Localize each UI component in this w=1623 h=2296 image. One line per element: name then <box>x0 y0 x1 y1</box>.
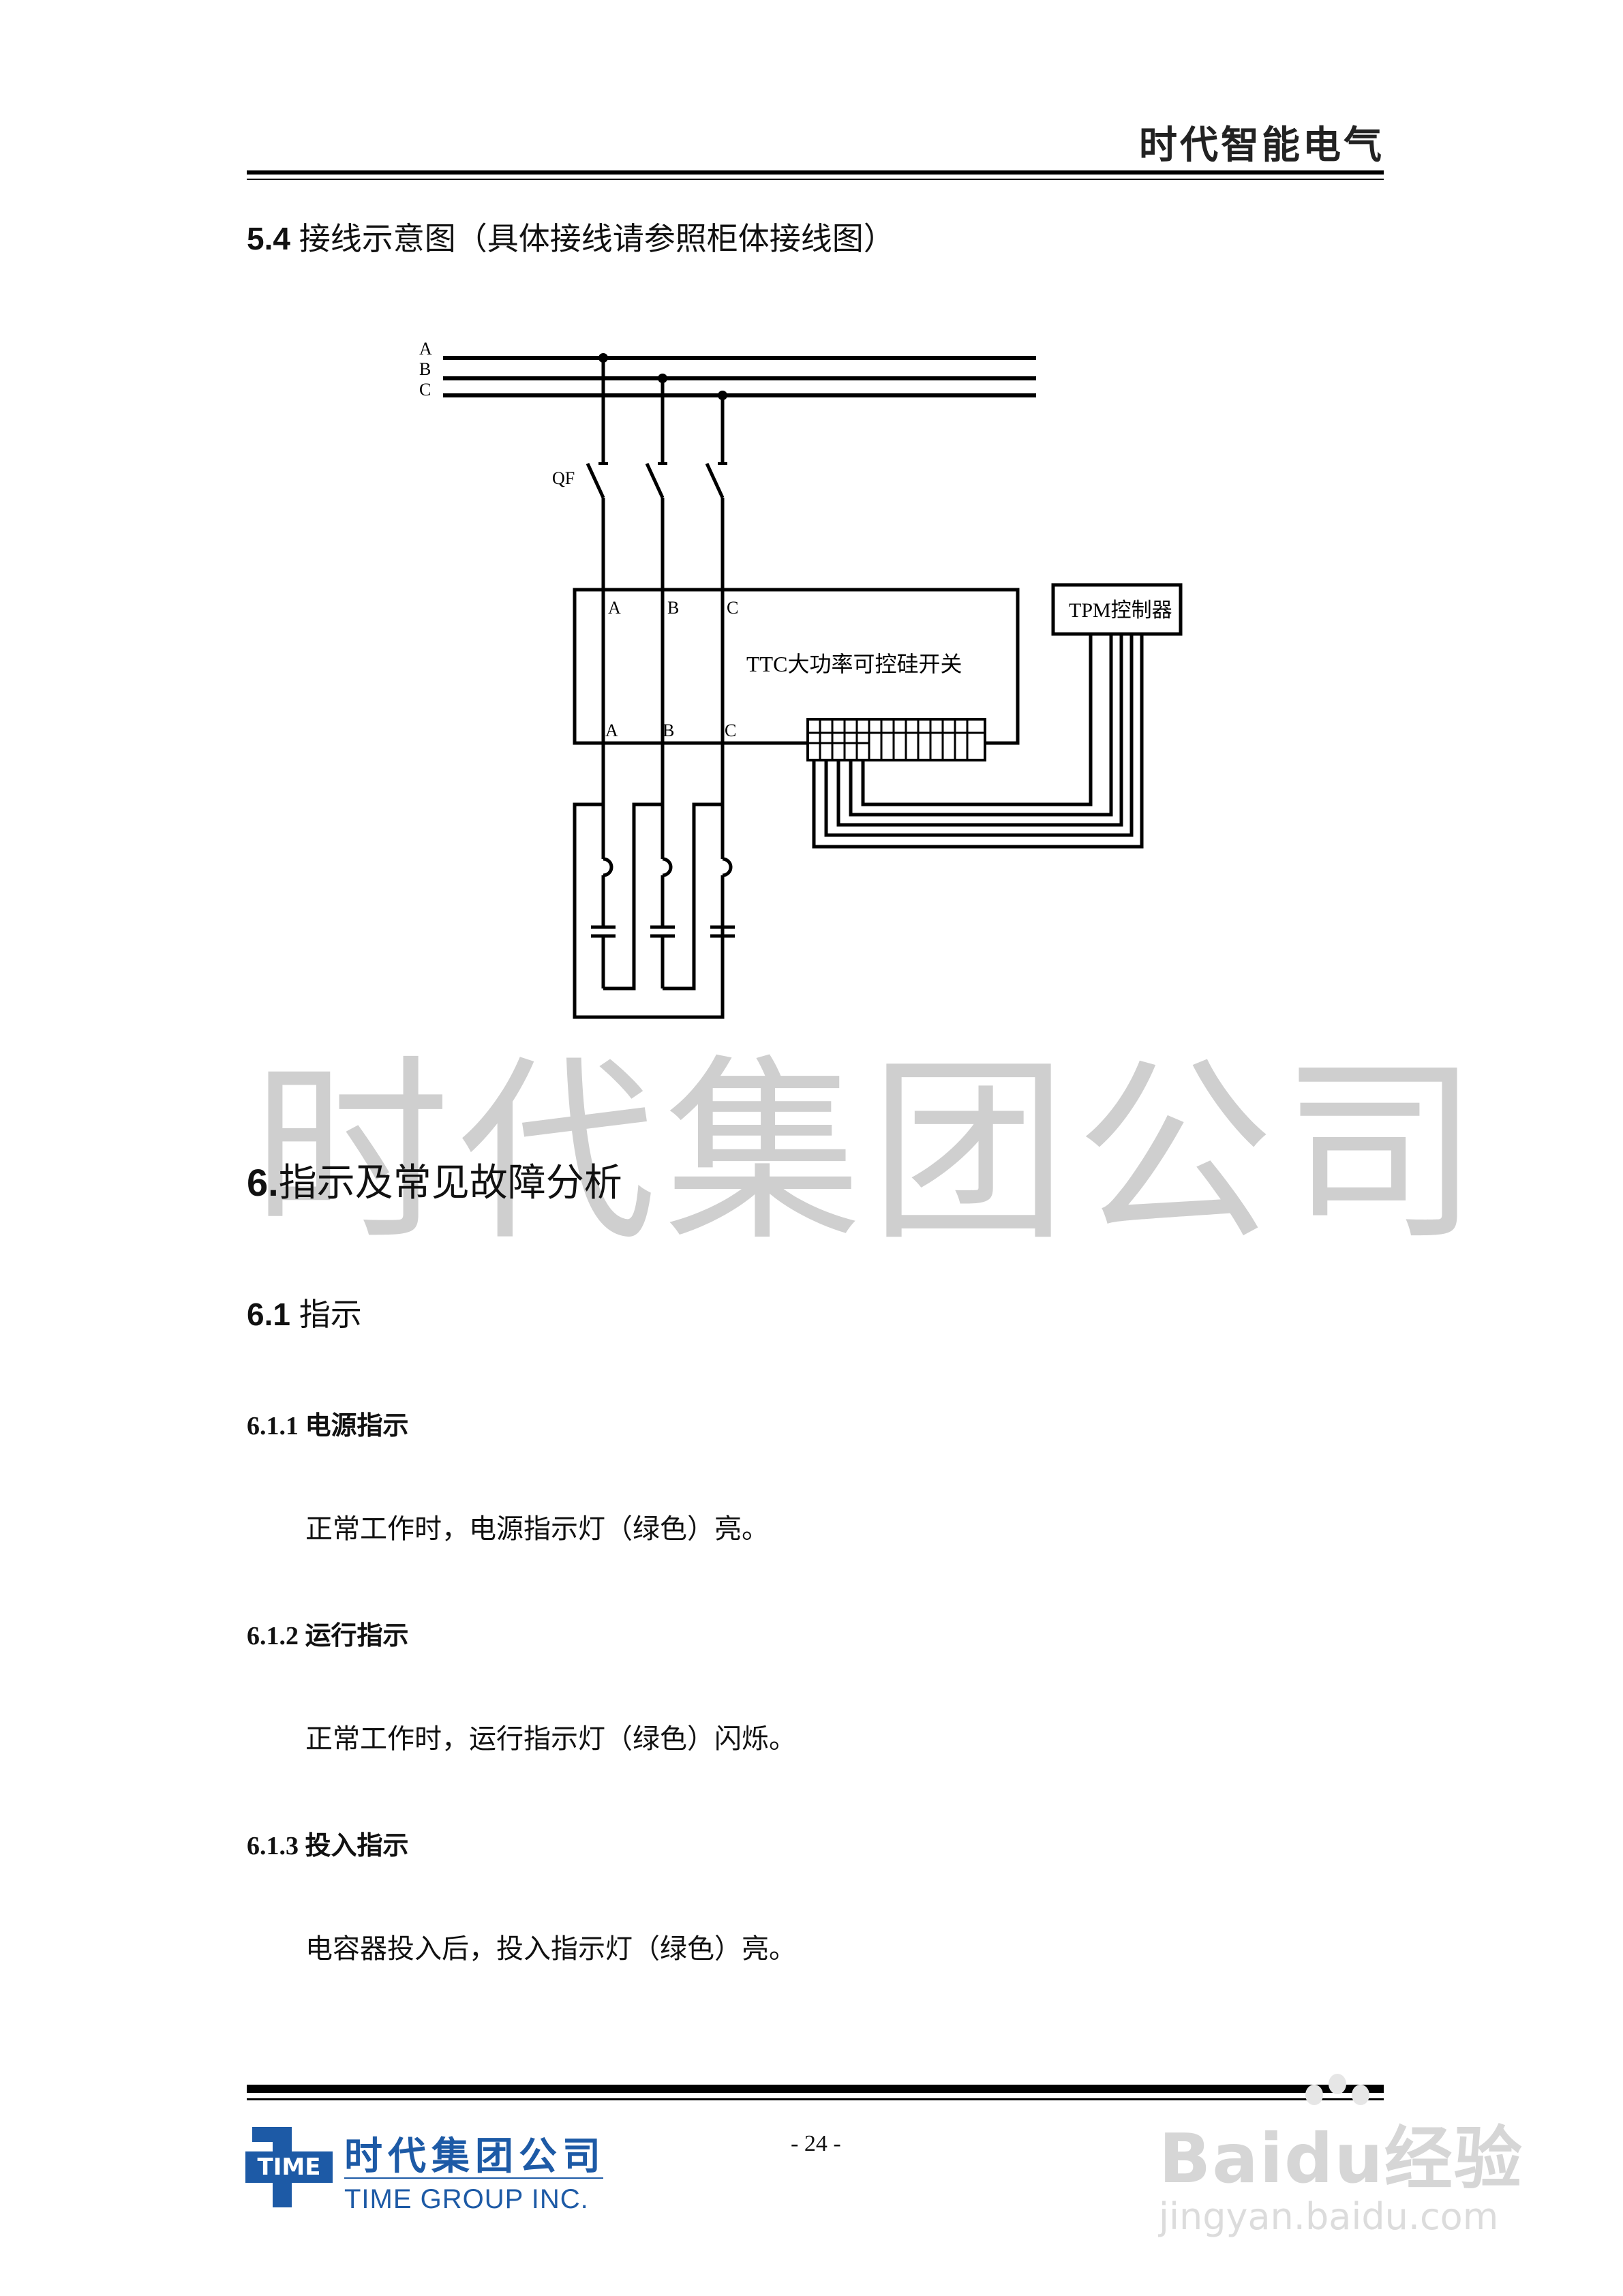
item-6-1-2-text: 正常工作时，运行指示灯（绿色）闪烁。 <box>305 1723 796 1754</box>
wiring-diagram: A B C QF A B C TTC大功率可控硅开关 A B C <box>419 339 1183 1019</box>
footer-divider <box>344 2177 603 2179</box>
item-6-1-1-text: 正常工作时，电源指示灯（绿色）亮。 <box>305 1513 769 1544</box>
bus-label-c: C <box>419 380 431 399</box>
section-5-4-number: 5.4 <box>247 221 290 256</box>
switch-bottom-c: C <box>725 721 736 740</box>
header-brand: 时代智能电气 <box>1139 123 1384 168</box>
item-number: 6.1.2 <box>247 1622 299 1650</box>
bus-bars <box>443 356 1036 397</box>
breaker-label: QF <box>552 468 575 488</box>
footer-rule-thin <box>247 2098 1384 2100</box>
section-6-1-heading: 6.1 指示 <box>247 1290 362 1335</box>
section-6-title: 指示及常见故障分析 <box>278 1161 622 1204</box>
footer-rule-thick <box>247 2085 1384 2093</box>
terminal-block <box>806 718 986 761</box>
item-number: 6.1.1 <box>247 1412 299 1440</box>
footer-company-en: TIME GROUP INC. <box>344 2184 589 2214</box>
switch-title: TTC大功率可控硅开关 <box>746 652 962 676</box>
section-6-1-title: 指示 <box>299 1297 362 1332</box>
section-6-number: 6. <box>247 1161 279 1204</box>
switch-top-c: C <box>727 598 738 618</box>
section-5-4-heading: 5.4 接线示意图（具体接线请参照柜体接线图） <box>247 214 895 259</box>
switch-bottom-b: B <box>663 721 674 740</box>
baidu-watermark-url: jingyan.baidu.com <box>1159 2195 1499 2238</box>
section-5-4-title: 接线示意图（具体接线请参照柜体接线图） <box>299 221 895 256</box>
header-rule-thin <box>247 179 1384 180</box>
company-watermark: 时代集团公司 <box>252 1038 1487 1268</box>
controller-label: TPM控制器 <box>1069 599 1172 622</box>
logo-mark: TIME <box>245 2151 333 2183</box>
item-title: 投入指示 <box>305 1832 409 1860</box>
section-6-heading: 6.指示及常见故障分析 <box>247 1152 622 1207</box>
switch-bottom-a: A <box>605 721 618 740</box>
page-number: - 24 - <box>791 2131 841 2156</box>
switch-top-b: B <box>667 598 679 618</box>
item-title: 电源指示 <box>305 1412 409 1440</box>
section-6-1-number: 6.1 <box>247 1297 290 1332</box>
bus-label-a: A <box>419 339 432 359</box>
footer-company-cn: 时代集团公司 <box>344 2134 606 2179</box>
item-6-1-3-heading: 6.1.3 投入指示 <box>247 1824 409 1862</box>
item-title: 运行指示 <box>305 1622 409 1650</box>
item-6-1-1-heading: 6.1.1 电源指示 <box>247 1404 409 1442</box>
baidu-watermark-brand: Baidu经验 <box>1159 2119 1523 2199</box>
bus-label-b: B <box>419 359 431 379</box>
switch-top-a: A <box>608 598 621 618</box>
item-number: 6.1.3 <box>247 1832 299 1860</box>
header-rule-thick <box>247 170 1384 175</box>
item-6-1-3-text: 电容器投入后，投入指示灯（绿色）亮。 <box>305 1933 796 1964</box>
item-6-1-2-heading: 6.1.2 运行指示 <box>247 1614 409 1652</box>
footer-logo: TIME <box>245 2127 334 2209</box>
baidu-paw-icon <box>1299 2072 1380 2120</box>
